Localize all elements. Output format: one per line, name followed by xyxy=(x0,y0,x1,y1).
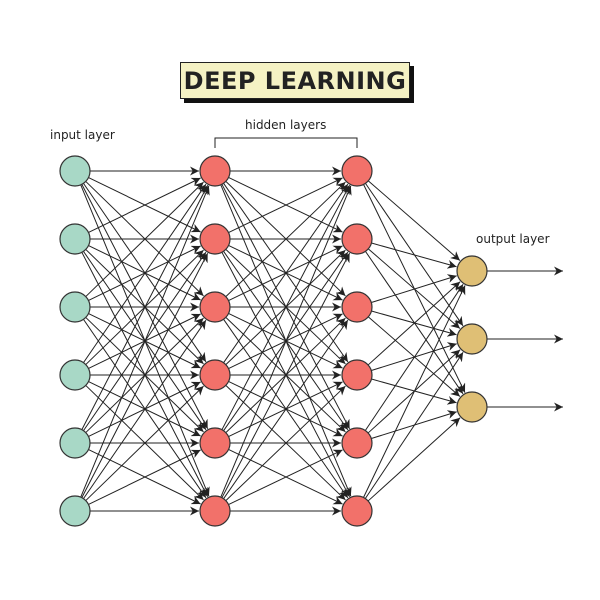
edges xyxy=(80,166,563,516)
edge-hidden-2-2-to-output-0 xyxy=(371,274,457,303)
input-node-2 xyxy=(59,291,91,323)
edge-hidden-2-0-to-output-0 xyxy=(367,180,461,261)
edge-hidden-1-5-to-hidden-2-1 xyxy=(221,252,351,498)
edge-hidden-2-1-to-output-0 xyxy=(371,242,457,269)
title-box: DEEP LEARNING xyxy=(180,62,410,99)
output-node-2 xyxy=(456,391,488,423)
edge-hidden-1-5-to-hidden-2-2 xyxy=(223,319,349,499)
input-node-0 xyxy=(59,155,91,187)
edge-input-3-to-hidden-1-0 xyxy=(83,183,207,363)
edge-input-5-to-hidden-1-0 xyxy=(80,185,210,498)
hidden-1-node-4 xyxy=(199,427,231,459)
edge-hidden-2-5-to-output-2 xyxy=(367,417,461,502)
hidden-1-node-5 xyxy=(199,495,231,527)
edge-hidden-2-5-to-output-1 xyxy=(364,352,464,499)
input-node-3 xyxy=(59,359,91,391)
input-node-1 xyxy=(59,223,91,255)
input-node-4 xyxy=(59,427,91,459)
edge-input-5-to-hidden-1-2 xyxy=(83,319,207,499)
hidden-2-node-5 xyxy=(341,495,373,527)
output-node-0 xyxy=(456,255,488,287)
hidden-2-node-4 xyxy=(341,427,373,459)
input-layer-label: input layer xyxy=(50,128,115,142)
output-layer-label: output layer xyxy=(476,232,550,246)
edge-hidden-1-5-to-hidden-2-3 xyxy=(225,385,346,501)
edge-input-5-to-hidden-1-4 xyxy=(88,449,201,505)
edge-hidden-1-3-to-hidden-2-0 xyxy=(223,183,349,363)
edge-hidden-2-5-to-output-0 xyxy=(363,285,466,498)
hidden-1-node-1 xyxy=(199,223,231,255)
edge-hidden-2-3-to-output-0 xyxy=(367,281,461,366)
hidden-1-node-3 xyxy=(199,359,231,391)
edge-hidden-1-5-to-hidden-2-4 xyxy=(228,449,343,505)
hidden-1-node-2 xyxy=(199,291,231,323)
edge-input-1-to-hidden-1-0 xyxy=(88,177,201,233)
hidden-2-node-1 xyxy=(341,223,373,255)
output-node-1 xyxy=(456,323,488,355)
hidden-layers-label: hidden layers xyxy=(245,118,327,132)
hidden-1-node-0 xyxy=(199,155,231,187)
hidden-2-node-0 xyxy=(341,155,373,187)
edge-input-2-to-hidden-1-0 xyxy=(85,181,204,297)
edge-input-5-to-hidden-1-3 xyxy=(85,385,204,501)
edge-hidden-1-1-to-hidden-2-0 xyxy=(228,177,343,233)
input-node-5 xyxy=(59,495,91,527)
hidden-2-node-2 xyxy=(341,291,373,323)
edge-hidden-1-4-to-hidden-2-0 xyxy=(221,184,351,430)
edge-input-5-to-hidden-1-1 xyxy=(81,252,209,498)
edge-hidden-2-4-to-output-0 xyxy=(364,284,464,431)
diagram-title: DEEP LEARNING xyxy=(183,66,407,95)
hidden-layers-bracket xyxy=(214,137,358,148)
nodes xyxy=(59,155,488,527)
hidden-2-node-3 xyxy=(341,359,373,391)
edge-input-4-to-hidden-1-0 xyxy=(81,184,209,430)
edge-hidden-1-2-to-hidden-2-0 xyxy=(225,181,346,297)
edge-hidden-1-5-to-hidden-2-0 xyxy=(220,185,352,498)
